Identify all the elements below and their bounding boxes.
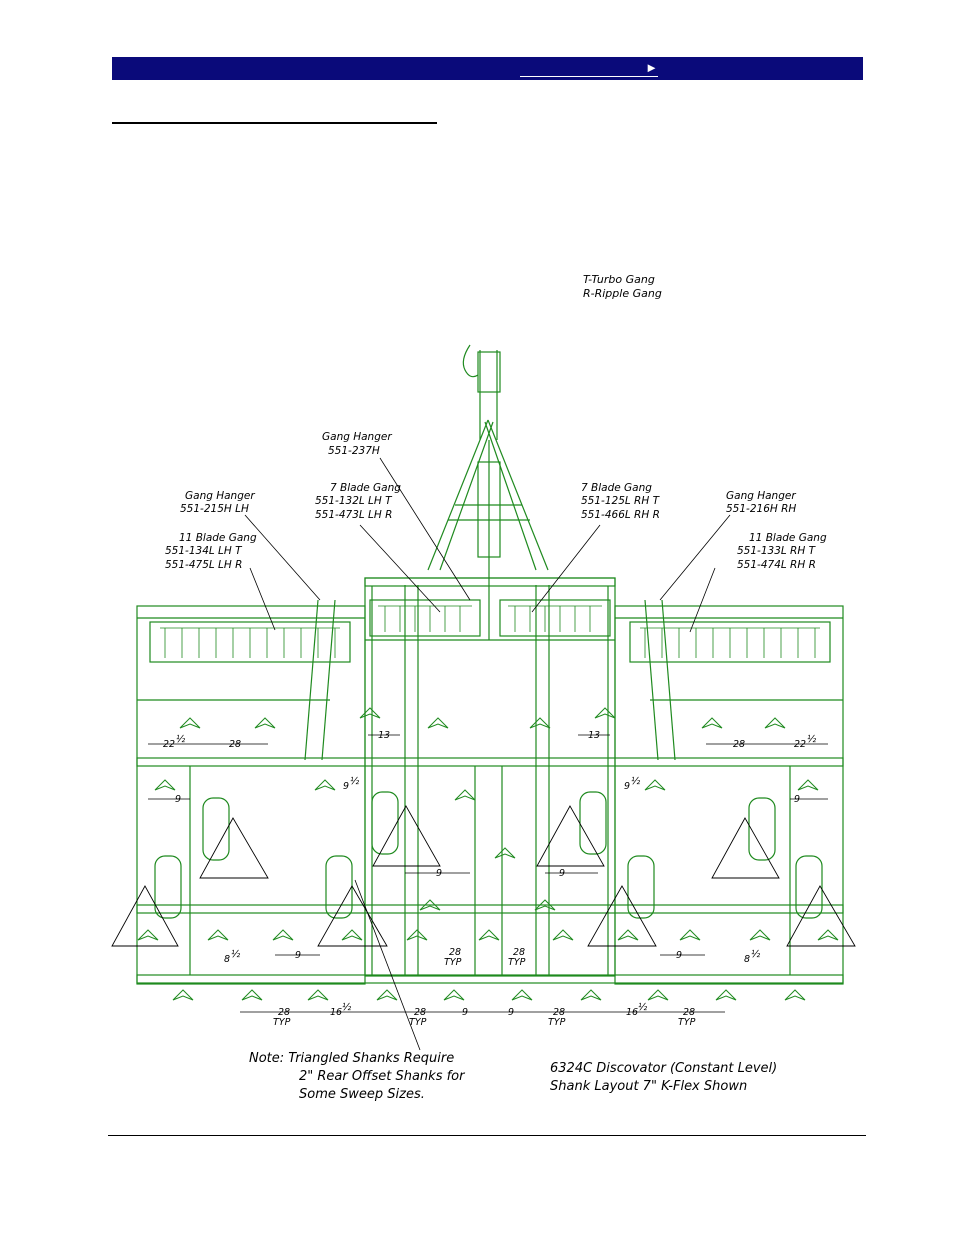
dim-9-bottom-right: 9 — [508, 1007, 514, 1018]
left-11blade-title: 11 Blade Gang — [179, 532, 257, 544]
dim-22-left: 22 — [163, 739, 175, 750]
triangle-markers — [111, 805, 856, 947]
left-hanger-title: Gang Hanger — [185, 490, 255, 502]
legend-ripple: R-Ripple Gang — [583, 287, 662, 300]
right-7blade-part-t: 551-125L RH T — [581, 495, 661, 507]
heading-underline — [112, 122, 437, 124]
dim-half-22-right: ½ — [807, 734, 817, 745]
dim-28-right: 28 — [733, 739, 745, 750]
right-11blade-part-t: 551-133L RH T — [737, 545, 817, 557]
right-hanger-part: 551-216H RH — [726, 503, 796, 515]
center-hanger-part: 551-237H — [328, 445, 380, 457]
right-hanger-title: Gang Hanger — [726, 490, 796, 502]
shank-sweeps — [137, 707, 839, 1001]
caption-line-2: Shank Layout 7" K-Flex Shown — [550, 1079, 747, 1094]
dim-9h-left: 9 — [343, 781, 349, 792]
header-banner: ► — [112, 57, 863, 80]
dim-9-right: 9 — [794, 794, 800, 805]
typ-bottom-4: TYP — [678, 1017, 696, 1028]
note-line-1: Note: Triangled Shanks Require — [249, 1051, 454, 1066]
arrow-right-icon: ► — [645, 60, 658, 75]
note-line-2: 2" Rear Offset Shanks for — [299, 1069, 466, 1084]
left-7blade-part-t: 551-132L LH T — [315, 495, 393, 507]
typ-upper-right: TYP — [508, 957, 526, 968]
right-11blade-title: 11 Blade Gang — [749, 532, 827, 544]
typ-bottom-1: TYP — [273, 1017, 291, 1028]
next-page-link[interactable]: ► — [520, 61, 658, 77]
dim-9-left: 9 — [175, 794, 181, 805]
dimension-lines — [148, 734, 828, 1013]
note-block: Note: Triangled Shanks Require 2" Rear O… — [249, 1051, 466, 1102]
dim-9-center-left: 9 — [436, 868, 442, 879]
dim-8-right: 8 — [744, 954, 750, 965]
left-7blade-part-r: 551-473L LH R — [315, 509, 392, 521]
legend-turbo: T-Turbo Gang — [583, 273, 655, 286]
dim-9-center-right: 9 — [559, 868, 565, 879]
left-11blade-part-r: 551-475L LH R — [165, 559, 242, 571]
dim-9-lower-left: 9 — [295, 950, 301, 961]
dim-13-left: 13 — [378, 730, 390, 741]
right-11blade-part-r: 551-474L RH R — [737, 559, 816, 571]
caption-line-1: 6324C Discovator (Constant Level) — [550, 1061, 777, 1076]
left-11blade-part-t: 551-134L LH T — [165, 545, 243, 557]
center-hanger-title: Gang Hanger — [322, 431, 392, 443]
dim-13-right: 13 — [588, 730, 600, 741]
dim-half-16-left: ½ — [342, 1002, 352, 1013]
dim-16-left: 16 — [330, 1007, 342, 1018]
left-hanger-part: 551-215H LH — [180, 503, 249, 515]
wheels — [154, 791, 823, 919]
dim-28-bottom-1: 28 — [278, 1007, 290, 1018]
dim-22-right: 22 — [794, 739, 806, 750]
callout-labels: Gang Hanger 551-237H Gang Hanger 551-215… — [165, 431, 827, 571]
dim-28-bottom-3: 28 — [553, 1007, 565, 1018]
right-7blade-part-r: 551-466L RH R — [581, 509, 660, 521]
typ-bottom-2: TYP — [409, 1017, 427, 1028]
dim-28-typ-upper-left: 28 — [449, 947, 461, 958]
dim-half-9-right: ½ — [631, 776, 641, 787]
dimension-labels: 22 ½ 28 28 22 ½ 13 13 9 9 9 ½ 9 ½ 9 9 8 … — [163, 730, 817, 1028]
dim-16-right: 16 — [626, 1007, 638, 1018]
dim-half-9-left: ½ — [350, 776, 360, 787]
dim-28-typ-upper-right: 28 — [513, 947, 525, 958]
dim-9-lower-right: 9 — [676, 950, 682, 961]
dim-28-bottom-2: 28 — [414, 1007, 426, 1018]
dim-half-8-right: ½ — [751, 949, 761, 960]
dim-half-16-right: ½ — [638, 1002, 648, 1013]
dim-28-left: 28 — [229, 739, 241, 750]
dim-8-left: 8 — [224, 954, 230, 965]
right-7blade-title: 7 Blade Gang — [581, 482, 652, 494]
note-line-3: Some Sweep Sizes. — [299, 1087, 425, 1102]
dim-9-bottom-left: 9 — [462, 1007, 468, 1018]
typ-upper-left: TYP — [444, 957, 462, 968]
typ-bottom-3: TYP — [548, 1017, 566, 1028]
drawing-caption: 6324C Discovator (Constant Level) Shank … — [550, 1061, 777, 1094]
leader-lines — [244, 457, 731, 1051]
legend: T-Turbo Gang R-Ripple Gang — [583, 273, 662, 300]
footer-rule — [108, 1135, 866, 1136]
machine-frame — [111, 344, 856, 1001]
left-7blade-title: 7 Blade Gang — [330, 482, 401, 494]
dim-half-8-left: ½ — [231, 949, 241, 960]
dim-half-22-left: ½ — [176, 734, 186, 745]
dim-28-bottom-4: 28 — [683, 1007, 695, 1018]
dim-9h-right: 9 — [624, 781, 630, 792]
